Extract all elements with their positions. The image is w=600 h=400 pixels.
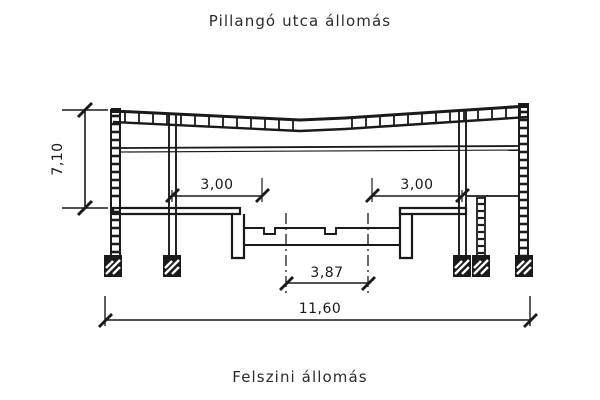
drawing-caption: Felszini állomás [232, 368, 368, 386]
track-bed [243, 227, 401, 246]
right-upper-shelf [466, 195, 519, 205]
footing-right-inner-b [472, 255, 490, 277]
dimension-overall-width: 11,60 [98, 296, 538, 328]
dimension-label-overall-width: 11,60 [299, 301, 342, 317]
left-outer-column [110, 108, 121, 261]
dimension-label-platform-left: 3,00 [200, 177, 233, 193]
roof-assembly [112, 104, 529, 133]
dimension-label-height-left: 7,10 [50, 142, 66, 175]
left-platform-slab [111, 206, 246, 260]
footing-left-outer [104, 255, 122, 277]
right-outer-column [518, 103, 529, 261]
footing-left-inner [163, 255, 181, 277]
right-inner-column [458, 110, 467, 258]
dimension-label-track-center: 3,87 [310, 265, 343, 281]
dimension-platform-left: 3,00 [165, 177, 270, 203]
dimension-height-left: 7,10 [50, 101, 108, 217]
page-title: Pillangó utca állomás [208, 12, 392, 30]
roof-web-segments [124, 106, 521, 131]
horizontal-tie-beam [119, 145, 520, 153]
footing-right-inner-a [453, 255, 471, 277]
right-platform-edge-beam [398, 208, 414, 260]
left-platform-edge-beam [230, 214, 246, 260]
footing-right-outer [515, 255, 533, 277]
footings [104, 255, 533, 277]
dimension-track-center: 3,87 [279, 265, 376, 291]
roof-top-chord [112, 104, 529, 122]
dimension-tick [76, 101, 94, 217]
right-platform-slab [398, 206, 468, 260]
dimension-platform-right: 3,00 [365, 177, 470, 203]
right-secondary-column [476, 197, 486, 259]
left-inner-column [168, 114, 177, 258]
dimension-label-platform-right: 3,00 [400, 177, 433, 193]
